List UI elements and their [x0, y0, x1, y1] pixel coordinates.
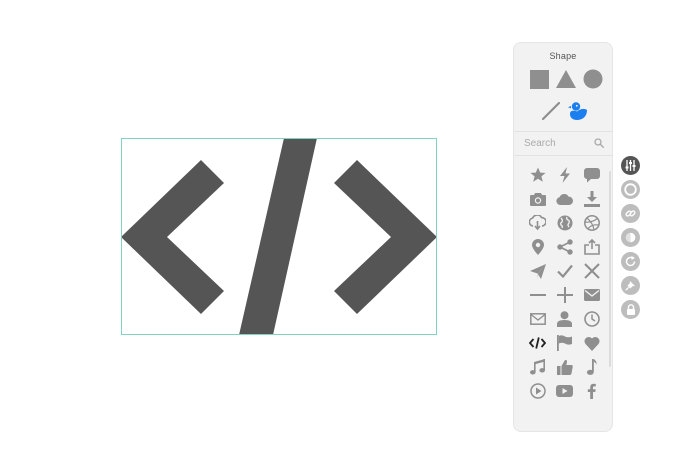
youtube-icon[interactable]	[551, 379, 578, 403]
link-icon	[625, 210, 636, 217]
search-icon	[594, 138, 604, 148]
panel-title: Shape	[549, 51, 577, 61]
line-icon[interactable]	[541, 101, 561, 121]
right-chevron-shape	[334, 160, 437, 314]
special-shapes-row	[541, 101, 588, 121]
music-notes-icon[interactable]	[524, 355, 551, 379]
minus-icon[interactable]	[524, 283, 551, 307]
panel-scrollbar[interactable]	[609, 171, 611, 367]
pin-icon	[625, 281, 635, 291]
upload-icon[interactable]	[578, 235, 605, 259]
sliders-icon	[625, 160, 636, 171]
paper-plane-icon[interactable]	[524, 259, 551, 283]
close-icon[interactable]	[578, 259, 605, 283]
pin-button[interactable]	[621, 276, 640, 295]
search-input[interactable]	[520, 135, 612, 151]
triangle-icon[interactable]	[556, 69, 576, 89]
shape-panel: Shape	[513, 42, 613, 432]
panel-divider	[514, 155, 612, 156]
play-circle-icon[interactable]	[524, 379, 551, 403]
cloud-download-icon[interactable]	[524, 211, 551, 235]
link-button[interactable]	[621, 204, 640, 223]
circle-icon[interactable]	[583, 69, 603, 89]
map-pin-icon[interactable]	[524, 235, 551, 259]
stroke-circle-icon	[624, 183, 637, 196]
music-note-icon[interactable]	[578, 355, 605, 379]
rotate-button[interactable]	[621, 252, 640, 271]
slash-shape	[239, 138, 317, 335]
check-icon[interactable]	[551, 259, 578, 283]
sliders-button[interactable]	[621, 156, 640, 175]
heart-icon[interactable]	[578, 331, 605, 355]
code-icon[interactable]	[524, 331, 551, 355]
lock-button[interactable]	[621, 300, 640, 319]
plus-icon[interactable]	[551, 283, 578, 307]
globe-icon[interactable]	[551, 211, 578, 235]
property-toolbar	[621, 156, 641, 324]
stroke-button[interactable]	[621, 180, 640, 199]
speech-bubble-icon[interactable]	[578, 163, 605, 187]
thumbs-up-icon[interactable]	[551, 355, 578, 379]
left-chevron-shape	[121, 160, 224, 314]
facebook-icon[interactable]	[578, 379, 605, 403]
star-icon[interactable]	[524, 163, 551, 187]
opacity-icon	[625, 232, 636, 243]
download-icon[interactable]	[578, 187, 605, 211]
lock-icon	[626, 304, 635, 315]
icon-grid	[524, 163, 604, 403]
square-icon[interactable]	[529, 69, 549, 89]
cloud-icon[interactable]	[551, 187, 578, 211]
user-icon[interactable]	[551, 307, 578, 331]
basic-shapes-row	[529, 69, 603, 89]
selection-box[interactable]	[121, 138, 437, 335]
camera-icon[interactable]	[524, 187, 551, 211]
envelope-outline-icon[interactable]	[524, 307, 551, 331]
dribbble-icon[interactable]	[578, 211, 605, 235]
flag-icon[interactable]	[551, 331, 578, 355]
bolt-icon[interactable]	[551, 163, 578, 187]
rotate-icon	[625, 256, 636, 267]
panel-divider	[514, 131, 612, 132]
envelope-icon[interactable]	[578, 283, 605, 307]
opacity-button[interactable]	[621, 228, 640, 247]
clock-icon[interactable]	[578, 307, 605, 331]
share-icon[interactable]	[551, 235, 578, 259]
duck-icon[interactable]	[568, 101, 588, 121]
